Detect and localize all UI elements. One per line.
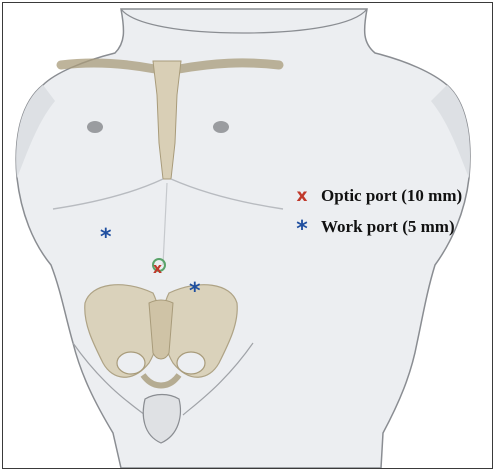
legend-item-work-port: * Work port (5 mm) [291,213,491,241]
optic-port-legend-marker: x [291,186,313,206]
work-port-legend-label: Work port (5 mm) [321,217,455,237]
right-nipple [213,121,229,133]
work-port-marker-left: * [100,225,112,250]
right-obturator [177,352,205,374]
sacrum [149,300,173,359]
legend: x Optic port (10 mm) * Work port (5 mm) [291,179,491,241]
work-port-legend-marker: * [291,219,313,241]
work-port-marker-right: * [189,279,201,304]
legend-item-optic-port: x Optic port (10 mm) [291,179,491,213]
left-nipple [87,121,103,133]
optic-port-marker: x [153,261,162,277]
optic-port-legend-label: Optic port (10 mm) [321,186,462,206]
left-obturator [117,352,145,374]
